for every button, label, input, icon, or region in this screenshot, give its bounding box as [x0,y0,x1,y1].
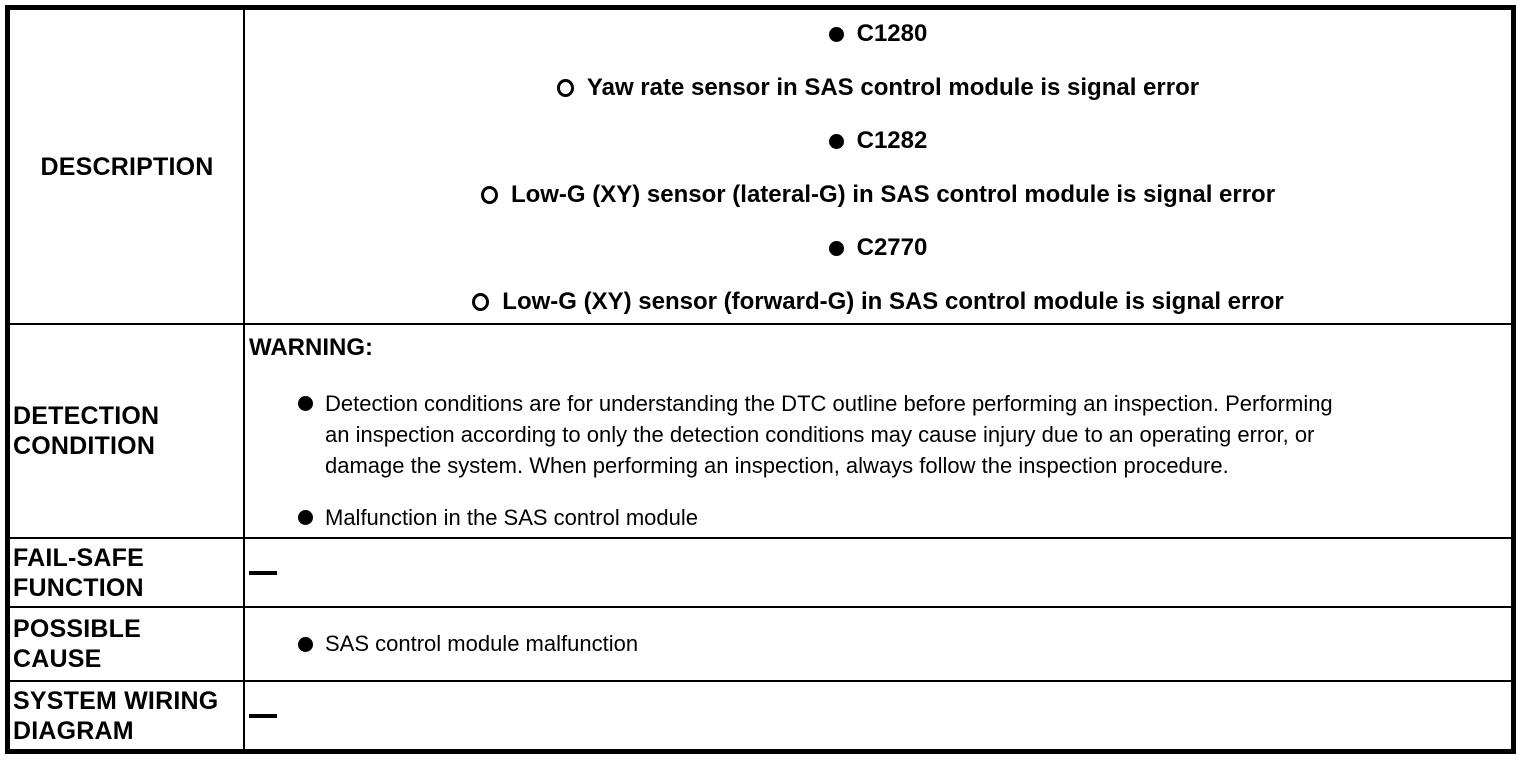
dtc-code-item: C2770 [253,233,1503,263]
dtc-info-table: DESCRIPTION C1280 Yaw rate sensor in SAS… [5,5,1516,754]
dtc-description: Low-G (XY) sensor (forward-G) in SAS con… [502,287,1284,315]
warning-note-line: damage the system. When performing an in… [325,453,1229,478]
dtc-code-item: C1282 [253,126,1503,156]
warning-note-line: Detection conditions are for understandi… [325,391,1333,416]
row-header-fail-safe-function: FAIL-SAFE FUNCTION [10,537,243,606]
em-dash: — [249,713,277,718]
description-cell: C1280 Yaw rate sensor in SAS control mod… [243,10,1511,323]
warning-note-line: an inspection according to only the dete… [325,422,1315,447]
warning-note-item: Detection conditions are for understandi… [298,388,1471,481]
row-header-detection-condition: DETECTION CONDITION [10,323,243,537]
row-header-label: DESCRIPTION [40,152,214,181]
dtc-description-item: Low-G (XY) sensor (lateral-G) in SAS con… [253,180,1503,210]
open-circle-bullet-icon [556,78,574,97]
dtc-description: Low-G (XY) sensor (lateral-G) in SAS con… [510,180,1276,208]
possible-cause-cell: SAS control module malfunction [243,606,1511,680]
filled-bullet-icon [298,510,313,525]
row-header-possible-cause: POSSIBLE CAUSE [10,606,243,680]
filled-bullet-icon [828,240,844,256]
row-header-label-line: SYSTEM WIRING [13,686,219,715]
dtc-description-item: Low-G (XY) sensor (forward-G) in SAS con… [253,287,1503,317]
row-header-description: DESCRIPTION [10,10,243,323]
open-circle-bullet-icon [480,185,498,204]
filled-bullet-icon [298,636,313,652]
row-header-label-line: CONDITION [13,432,156,460]
row-header-label-line: DIAGRAM [13,716,134,745]
warning-note-text: Detection conditions are for understandi… [325,388,1333,481]
dtc-description: Yaw rate sensor in SAS control module is… [586,73,1200,101]
dtc-description-item: Yaw rate sensor in SAS control module is… [253,73,1503,103]
filled-bullet-icon [298,396,313,411]
row-header-label-line: DETECTION [13,402,160,430]
detection-condition-cell: WARNING: Detection conditions are for un… [243,323,1511,537]
warning-heading: WARNING: [249,334,373,361]
fail-safe-function-cell: — [243,537,1511,606]
row-header-label-line: POSSIBLE [13,615,142,643]
row-header-system-wiring-diagram: SYSTEM WIRING DIAGRAM [10,680,243,749]
dtc-code: C1282 [856,127,928,155]
possible-cause-text: SAS control module malfunction [325,631,639,656]
dtc-code: C1280 [856,20,928,47]
row-header-label-line: FAIL-SAFE [13,543,144,572]
dtc-code: C2770 [856,234,928,262]
em-dash: — [249,570,277,575]
dtc-code-item: C1280 [253,19,1503,49]
open-circle-bullet-icon [472,292,490,311]
detection-condition-text: Malfunction in the SAS control module [325,505,698,530]
filled-bullet-icon [828,133,844,149]
detection-condition-item: Malfunction in the SAS control module [298,502,1471,533]
row-header-label-line: FUNCTION [13,573,144,602]
filled-bullet-icon [828,26,844,42]
system-wiring-diagram-cell: — [243,680,1511,749]
row-header-label-line: CAUSE [13,645,102,673]
